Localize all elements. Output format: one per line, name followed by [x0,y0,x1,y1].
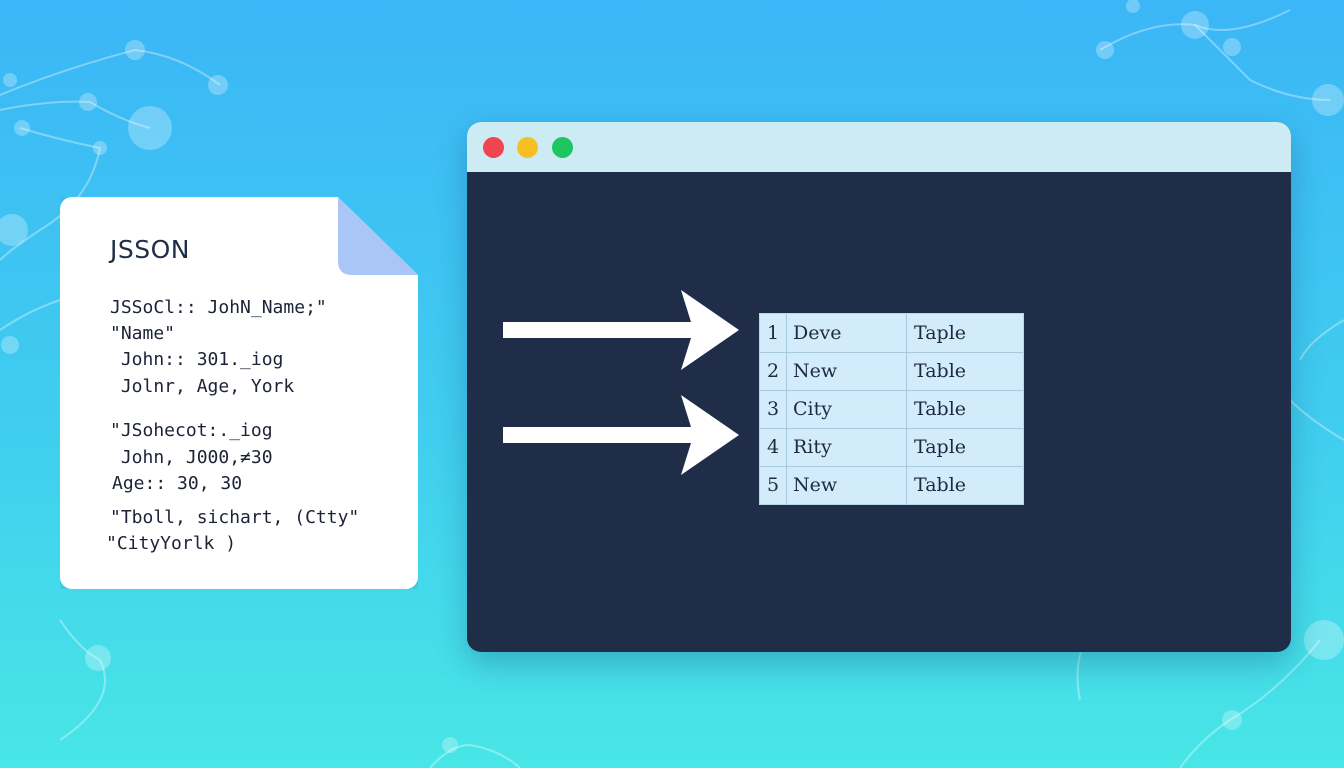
close-dot-icon[interactable] [483,137,504,158]
table-row: 3 City Table [760,390,1023,429]
table-row: 1 Deve Taple [760,314,1023,353]
row-type: Table [906,352,1023,390]
row-number: 4 [760,428,787,466]
document-line: John, J000,≠30 [110,447,273,468]
data-table: 1 Deve Taple 2 New Table 3 City Table 4 … [759,313,1024,505]
document-line: Jolnr, Age, York [110,376,295,397]
browser-window: 1 Deve Taple 2 New Table 3 City Table 4 … [467,122,1291,652]
minimize-dot-icon[interactable] [517,137,538,158]
document-line: "JSohecot:._iog [110,420,273,441]
row-number: 3 [760,390,787,428]
row-type: Taple [906,428,1023,466]
table-row: 4 Rity Taple [760,428,1023,467]
row-type: Table [906,466,1023,504]
table-row: 2 New Table [760,352,1023,391]
row-type: Table [906,390,1023,428]
document-line: "Name" [110,323,176,344]
document-line: John:: 301._iog [110,349,284,370]
document-line: "CityYorlk ) [106,533,237,554]
document-title: JSSON [110,235,190,264]
browser-titlebar [467,122,1291,172]
row-name: New [793,474,838,496]
row-type: Taple [906,314,1023,352]
row-name: Deve [793,322,842,344]
arrow-right-icon [503,395,739,475]
document-line: "Tboll, sichart, (Ctty" [110,507,360,528]
document-line: JSSoCl:: JohN_Name;" [110,297,327,318]
file-icon [338,197,418,275]
table-row: 5 New Table [760,466,1023,504]
document-line: Age:: 30, 30 [112,473,243,494]
row-name: New [793,360,838,382]
row-number: 2 [760,352,787,390]
row-number: 5 [760,466,787,504]
maximize-dot-icon[interactable] [552,137,573,158]
row-name: City [793,398,832,420]
row-name: Rity [793,436,832,458]
row-number: 1 [760,314,787,352]
arrow-right-icon [503,290,739,370]
